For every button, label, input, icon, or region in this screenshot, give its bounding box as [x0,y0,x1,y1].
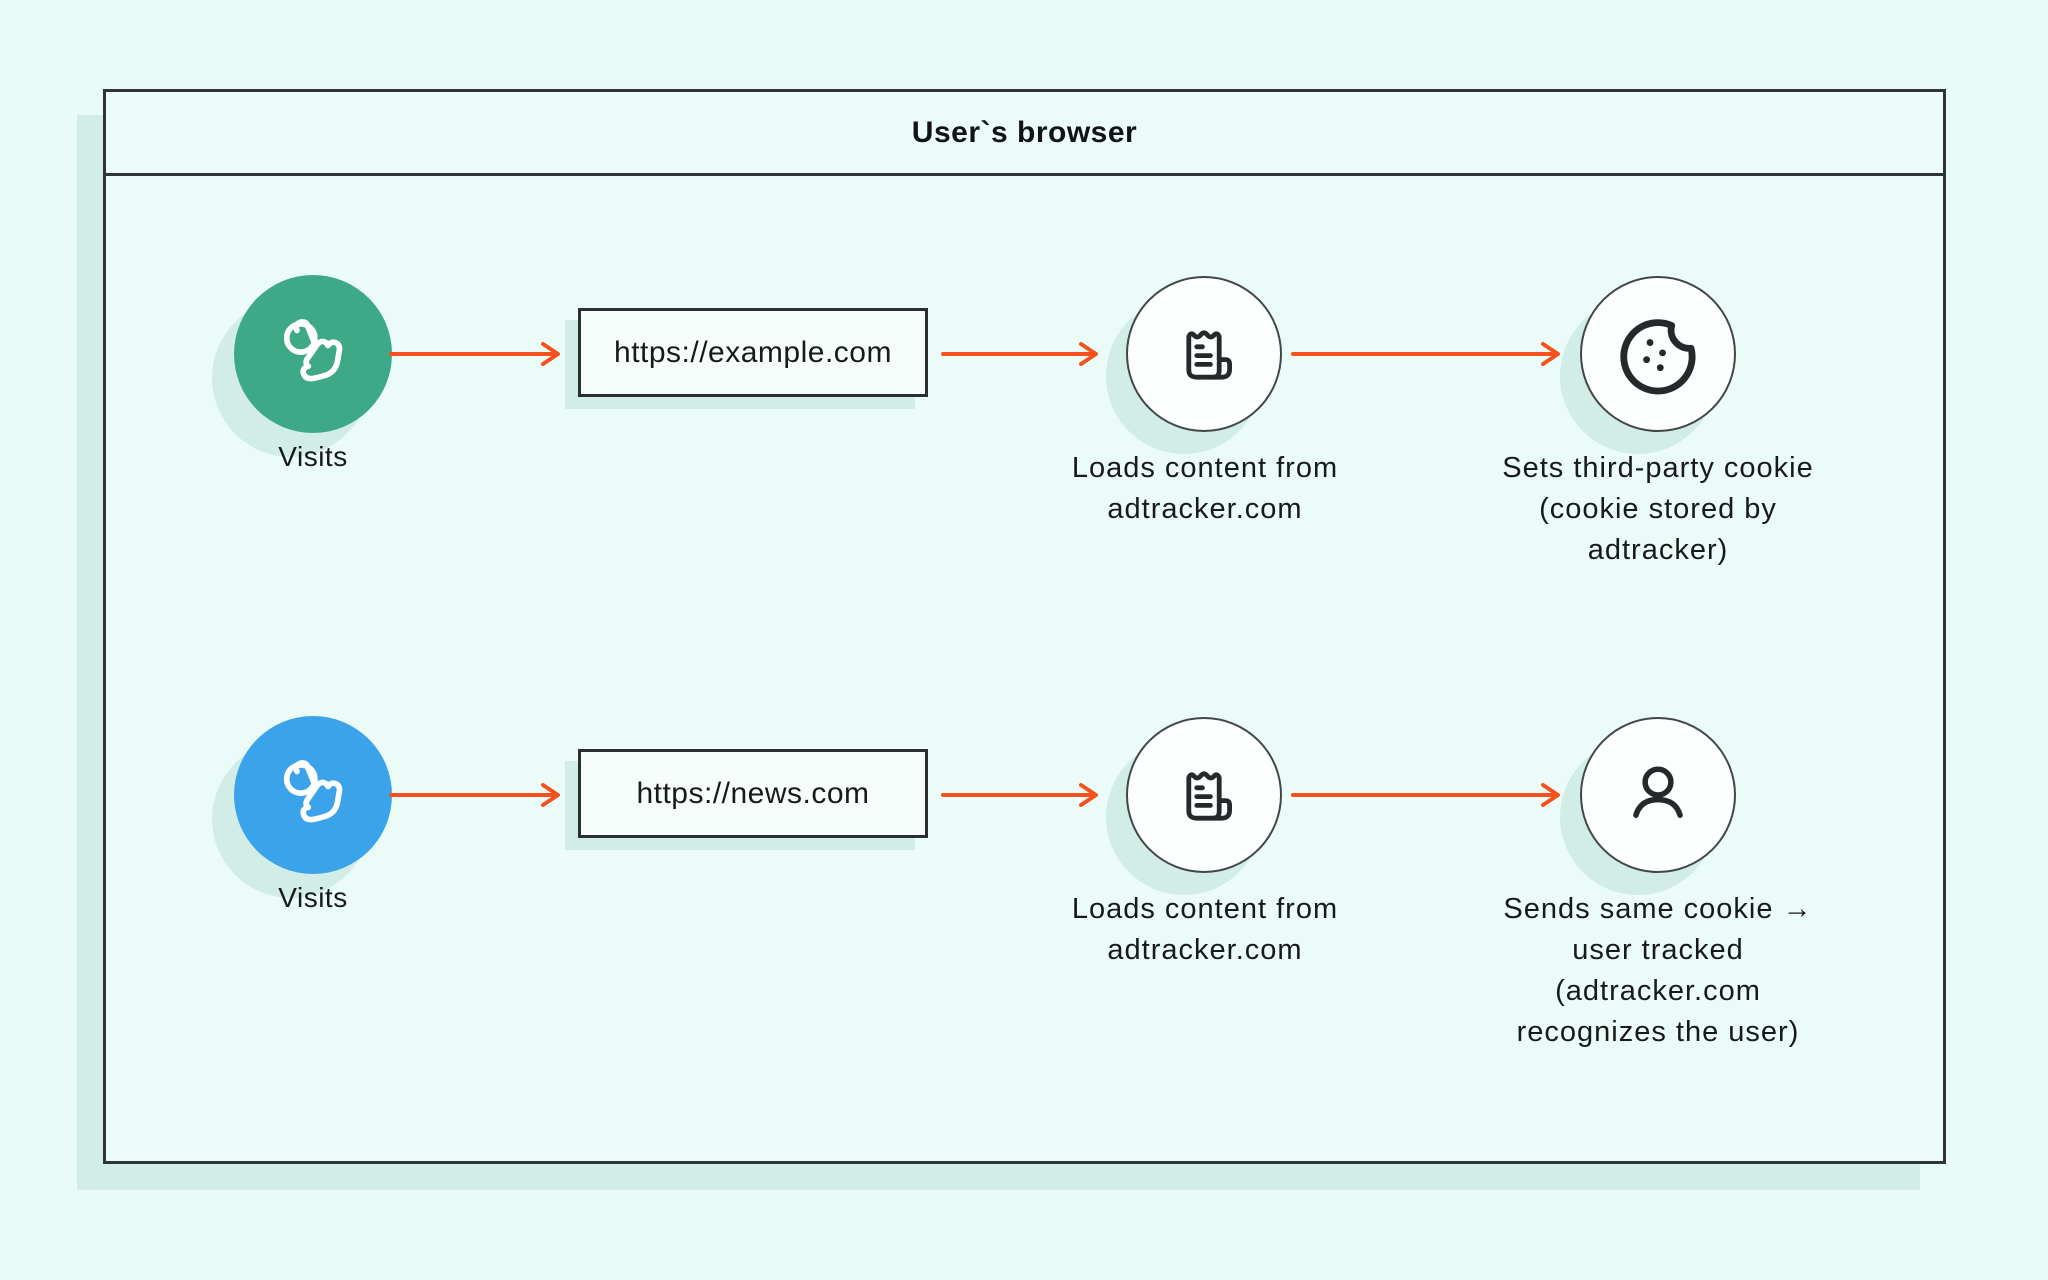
visit-label: Visits [278,882,348,913]
flow-arrow [389,342,560,366]
receipt-icon [1186,771,1232,821]
browser-frame: User`s browser [103,89,1946,1164]
result-caption: Sends same cookie → user tracked (adtrac… [1503,893,1813,1048]
flow-arrow [1291,342,1560,366]
receipt-icon [1186,330,1232,380]
user-icon [1633,766,1683,818]
visit-node-blue [234,716,392,874]
flow-arrow [941,783,1098,807]
cookie-node [1580,276,1736,432]
url-box: https://news.com [578,749,928,838]
flow-row-example: Visits https://example.com Loads content… [0,275,2048,635]
frame-header: User`s browser [106,92,1943,176]
visit-label: Visits [278,441,348,472]
load-caption: Loads content from adtracker.com [1071,452,1339,525]
url-box: https://example.com [578,308,928,397]
visit-node-green [234,275,392,433]
flow-arrow [1291,783,1560,807]
load-node [1126,276,1282,432]
page-title: User`s browser [911,115,1138,149]
load-node [1126,717,1282,873]
touch-icon [283,760,343,823]
load-caption: Loads content from adtracker.com [1071,893,1339,966]
touch-icon [283,319,343,382]
flow-arrow [941,342,1098,366]
url-text: https://news.com [636,776,870,810]
result-caption: Sets third-party cookie (cookie stored b… [1502,452,1814,566]
user-node [1580,717,1736,873]
flow-arrow [389,783,560,807]
url-text: https://example.com [614,335,892,369]
cookie-icon [1620,319,1696,395]
flow-row-news: Visits https://news.com Loads content fr… [0,716,2048,1076]
